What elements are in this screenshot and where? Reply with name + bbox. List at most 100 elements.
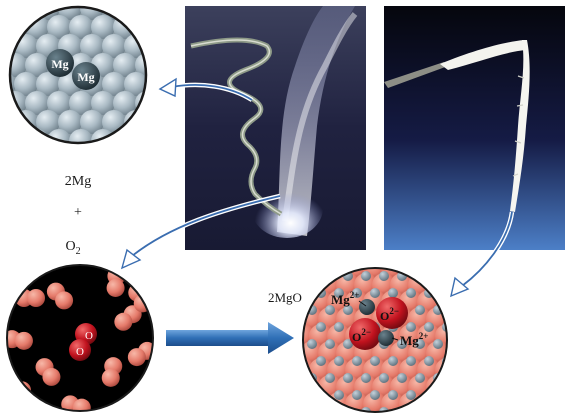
mg-atom [157, 15, 181, 39]
ash-ribbon-image [384, 6, 565, 250]
mg-ion [361, 407, 371, 412]
mg-atom [14, 110, 38, 134]
oxygen-molecule-atom [127, 348, 146, 367]
mg-ion [406, 356, 416, 366]
oxygen-atom-label: O [76, 346, 84, 358]
mg-atom [102, 34, 126, 58]
mg-ion [460, 322, 470, 332]
mg-ion [388, 288, 398, 298]
mg-ion [451, 407, 461, 417]
mg-ion-highlight [359, 299, 375, 315]
burning-ribbon-image [185, 6, 366, 250]
mg-ion [415, 407, 425, 412]
oxygen-molecule-atom [106, 278, 125, 297]
mg-atom [10, 110, 16, 134]
mg-ion [343, 339, 353, 349]
mg-ion [307, 271, 317, 281]
magnesium-oxide-lattice-circle: Mg2+ O2− O2− Mg2+ [302, 267, 470, 417]
mg-ion-label: Mg2+ [400, 331, 428, 348]
oxygen-molecule-atom [55, 291, 74, 310]
mg-atom [113, 129, 137, 143]
mg-atom [58, 110, 82, 134]
oxide-ion [309, 268, 333, 280]
mg-ion [316, 356, 326, 366]
oxygen-molecule-atom [101, 368, 120, 387]
mg-ion [451, 305, 461, 315]
oxide-ion [435, 268, 447, 280]
arrow-ribbon-to-mg-lattice [158, 77, 254, 102]
magnesium-lattice-circle: Mg Mg [8, 0, 181, 153]
mg-atom [14, 72, 38, 96]
mg-ion [424, 322, 434, 332]
oxide-ion [435, 392, 447, 412]
mg-ion [379, 271, 389, 281]
mg-atom [80, 34, 104, 58]
mg-ion [397, 339, 407, 349]
mg-ion [352, 288, 362, 298]
mg-atom [135, 15, 146, 39]
mg-atom [91, 15, 115, 39]
oxide-ion [444, 375, 447, 399]
mg-ion [424, 356, 434, 366]
mg-atom [157, 129, 181, 153]
mg-ion [307, 339, 317, 349]
mg-ion [352, 390, 362, 400]
oxide-ion-label: O2− [352, 327, 371, 344]
mg-atom [10, 7, 16, 20]
oxide-ion [444, 307, 447, 331]
mg-ion [325, 305, 335, 315]
mg-atom-label: Mg [51, 57, 68, 71]
mg-ion [343, 305, 353, 315]
mg-ion [307, 407, 317, 412]
mg-ion [370, 356, 380, 366]
mg-atom [157, 53, 181, 77]
mg-ion [460, 390, 470, 400]
mg-ion [361, 373, 371, 383]
mg-atom [25, 129, 49, 143]
mg-atom [10, 53, 27, 77]
oxide-ion [303, 392, 315, 412]
mg-atom [69, 15, 93, 39]
mg-atom [47, 91, 71, 115]
mg-ion [325, 373, 335, 383]
mg-ion [316, 322, 326, 332]
plus-sign: + [74, 205, 82, 220]
mg-atom [135, 129, 146, 143]
reaction-arrow [166, 322, 294, 354]
mg-ion [325, 271, 335, 281]
oxygen-molecule-atom [133, 294, 152, 313]
mg-atom [14, 7, 38, 20]
mg-ion [361, 271, 371, 281]
oxygen-atom-highlight [69, 339, 91, 361]
mg-ion [406, 390, 416, 400]
mg-atom [124, 72, 146, 96]
oxygen-molecule-atom [14, 331, 33, 350]
mg-atom [47, 15, 71, 39]
mg-ion [415, 339, 425, 349]
mg-ion [334, 322, 344, 332]
mg-ion [334, 288, 344, 298]
mg-atom [113, 53, 137, 77]
mg-atom [135, 53, 146, 77]
mg-atom [69, 91, 93, 115]
mg-ion [460, 356, 470, 366]
mg-ion [451, 339, 461, 349]
oxide-ion [435, 358, 447, 382]
mg-ion [442, 390, 447, 400]
mg-ion [388, 356, 398, 366]
product-mgo-label: 2MgO [268, 290, 302, 305]
oxide-ion [303, 268, 315, 280]
arrow-flame-to-oxygen [120, 193, 281, 270]
photo-magnesium-oxide-ash [384, 6, 565, 250]
mg-atom [102, 72, 126, 96]
arrow-ash-to-mgo-lattice [450, 211, 515, 298]
mg-ion [325, 339, 335, 349]
mg-ion [397, 373, 407, 383]
mg-ion [343, 373, 353, 383]
mg-ion [433, 339, 443, 349]
mg-atom [146, 34, 170, 58]
mg-atom [124, 7, 146, 20]
mg-atom [80, 110, 104, 134]
mg-atom [146, 0, 170, 20]
